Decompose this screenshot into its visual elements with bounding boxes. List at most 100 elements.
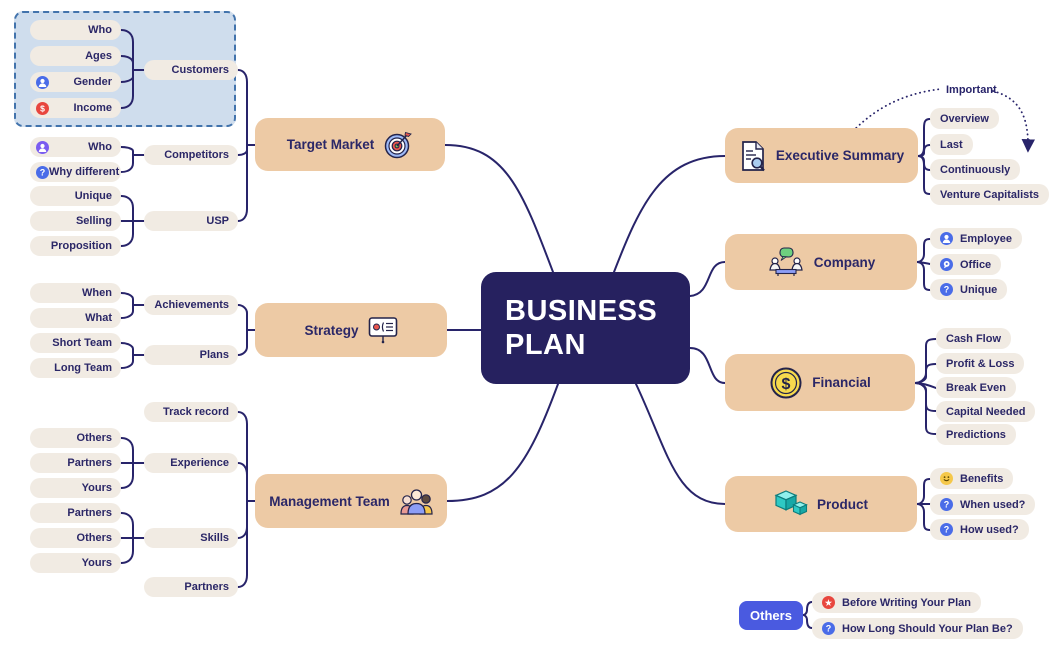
node-management-team[interactable]: Management Team <box>255 474 447 528</box>
node-label: Overview <box>940 112 989 125</box>
node-usp[interactable]: USP <box>144 211 238 231</box>
node-label: Venture Capitalists <box>940 188 1040 201</box>
node-partners[interactable]: Partners <box>144 577 238 597</box>
node-experience[interactable]: Experience <box>144 453 238 473</box>
svg-text:$: $ <box>40 103 45 113</box>
node-label: Income <box>73 102 112 114</box>
node-track-record[interactable]: Track record <box>144 402 238 422</box>
node-others[interactable]: Others <box>739 601 803 630</box>
node-plans[interactable]: Plans <box>144 345 238 365</box>
node-label: Company <box>813 254 876 270</box>
node-target-market[interactable]: Target Market <box>255 118 445 171</box>
node-predictions[interactable]: Predictions <box>936 424 1016 445</box>
node-others-skills[interactable]: Others <box>30 528 121 548</box>
node-financial[interactable]: $ Financial <box>725 354 915 411</box>
node-label: Achievements <box>154 299 229 311</box>
node-label: Cash Flow <box>946 332 1002 345</box>
node-label: Strategy <box>304 322 359 338</box>
node-label: Yours <box>81 482 112 494</box>
node-product[interactable]: Product <box>725 476 917 532</box>
node-label: Partners <box>67 507 112 519</box>
node-before-writing[interactable]: ★ Before Writing Your Plan <box>812 592 981 613</box>
svg-text:?: ? <box>944 525 950 535</box>
node-profit-loss[interactable]: Profit & Loss <box>936 353 1025 374</box>
node-what[interactable]: What <box>30 308 121 328</box>
node-ages[interactable]: Ages <box>30 46 121 66</box>
node-label: Before Writing Your Plan <box>842 596 971 609</box>
central-topic-label: BUSINESS PLAN <box>505 294 658 361</box>
svg-text:★: ★ <box>825 598 833 607</box>
node-why-different[interactable]: ? Why different <box>30 162 121 182</box>
node-label: Target Market <box>286 137 375 152</box>
node-customers[interactable]: Customers <box>144 60 238 80</box>
node-partners-skills[interactable]: Partners <box>30 503 121 523</box>
node-label: Ages <box>85 50 112 62</box>
node-label: Experience <box>170 457 229 469</box>
node-label: Financial <box>812 375 871 390</box>
node-short-team[interactable]: Short Team <box>30 333 121 353</box>
meeting-icon <box>769 247 803 276</box>
node-label: Short Team <box>52 337 112 349</box>
question-icon: ? <box>822 622 835 635</box>
node-proposition[interactable]: Proposition <box>30 236 121 256</box>
central-topic[interactable]: BUSINESS PLAN <box>481 272 690 384</box>
node-label: Selling <box>75 215 112 227</box>
dollar-icon: $ <box>36 101 49 115</box>
node-label: Others <box>76 532 112 544</box>
node-label: Why different <box>49 166 120 178</box>
node-label: Partners <box>184 581 229 593</box>
cubes-icon <box>774 490 808 516</box>
node-break-even[interactable]: Break Even <box>936 377 1016 398</box>
svg-text:?: ? <box>944 285 950 295</box>
node-competitors[interactable]: Competitors <box>144 145 238 165</box>
node-company[interactable]: Company <box>725 234 917 290</box>
person-icon <box>940 232 953 245</box>
node-partners-experience[interactable]: Partners <box>30 453 121 473</box>
node-long-team[interactable]: Long Team <box>30 358 121 378</box>
question-icon: ? <box>940 498 953 511</box>
node-label: Break Even <box>946 381 1006 394</box>
node-capital-needed[interactable]: Capital Needed <box>936 401 1036 422</box>
node-skills[interactable]: Skills <box>144 528 238 548</box>
node-label: Long Team <box>54 362 112 374</box>
node-selling[interactable]: Selling <box>30 211 121 231</box>
node-last[interactable]: Last <box>930 134 973 155</box>
question-icon: ? <box>36 165 49 179</box>
svg-text:?: ? <box>40 167 46 177</box>
node-label: Executive Summary <box>775 148 905 163</box>
node-label: What <box>85 312 112 324</box>
office-icon <box>940 258 953 271</box>
node-yours-skills[interactable]: Yours <box>30 553 121 573</box>
node-unique-company[interactable]: ? Unique <box>930 279 1008 300</box>
important-annotation: Important <box>946 84 997 96</box>
node-label: Continuously <box>940 163 1011 176</box>
node-others-experience[interactable]: Others <box>30 428 121 448</box>
node-label: Predictions <box>946 428 1006 441</box>
node-how-used[interactable]: ? How used? <box>930 519 1029 540</box>
node-label: How Long Should Your Plan Be? <box>842 622 1013 635</box>
node-cash-flow[interactable]: Cash Flow <box>936 328 1012 349</box>
node-when-used[interactable]: ? When used? <box>930 494 1036 515</box>
node-office[interactable]: Office <box>930 254 1002 275</box>
node-income[interactable]: $ Income <box>30 98 121 118</box>
node-executive-summary[interactable]: Executive Summary <box>725 128 918 183</box>
node-unique-usp[interactable]: Unique <box>30 186 121 206</box>
node-gender[interactable]: Gender <box>30 72 121 92</box>
node-label: Track record <box>162 406 229 418</box>
node-yours-experience[interactable]: Yours <box>30 478 121 498</box>
node-achievements[interactable]: Achievements <box>144 295 238 315</box>
node-who-competitors[interactable]: Who <box>30 137 121 157</box>
node-label: Benefits <box>960 472 1004 485</box>
node-strategy[interactable]: Strategy <box>255 303 447 357</box>
node-venture-capitalists[interactable]: Venture Capitalists <box>930 184 1049 205</box>
node-benefits[interactable]: Benefits <box>930 468 1014 489</box>
node-when[interactable]: When <box>30 283 121 303</box>
node-overview[interactable]: Overview <box>930 108 999 129</box>
node-continuously[interactable]: Continuously <box>930 159 1021 180</box>
smiley-icon <box>940 472 953 485</box>
node-how-long[interactable]: ? How Long Should Your Plan Be? <box>812 618 1023 639</box>
svg-text:$: $ <box>782 376 791 393</box>
node-who-customers[interactable]: Who <box>30 20 121 40</box>
node-employee[interactable]: Employee <box>930 228 1022 249</box>
target-icon <box>385 131 413 158</box>
